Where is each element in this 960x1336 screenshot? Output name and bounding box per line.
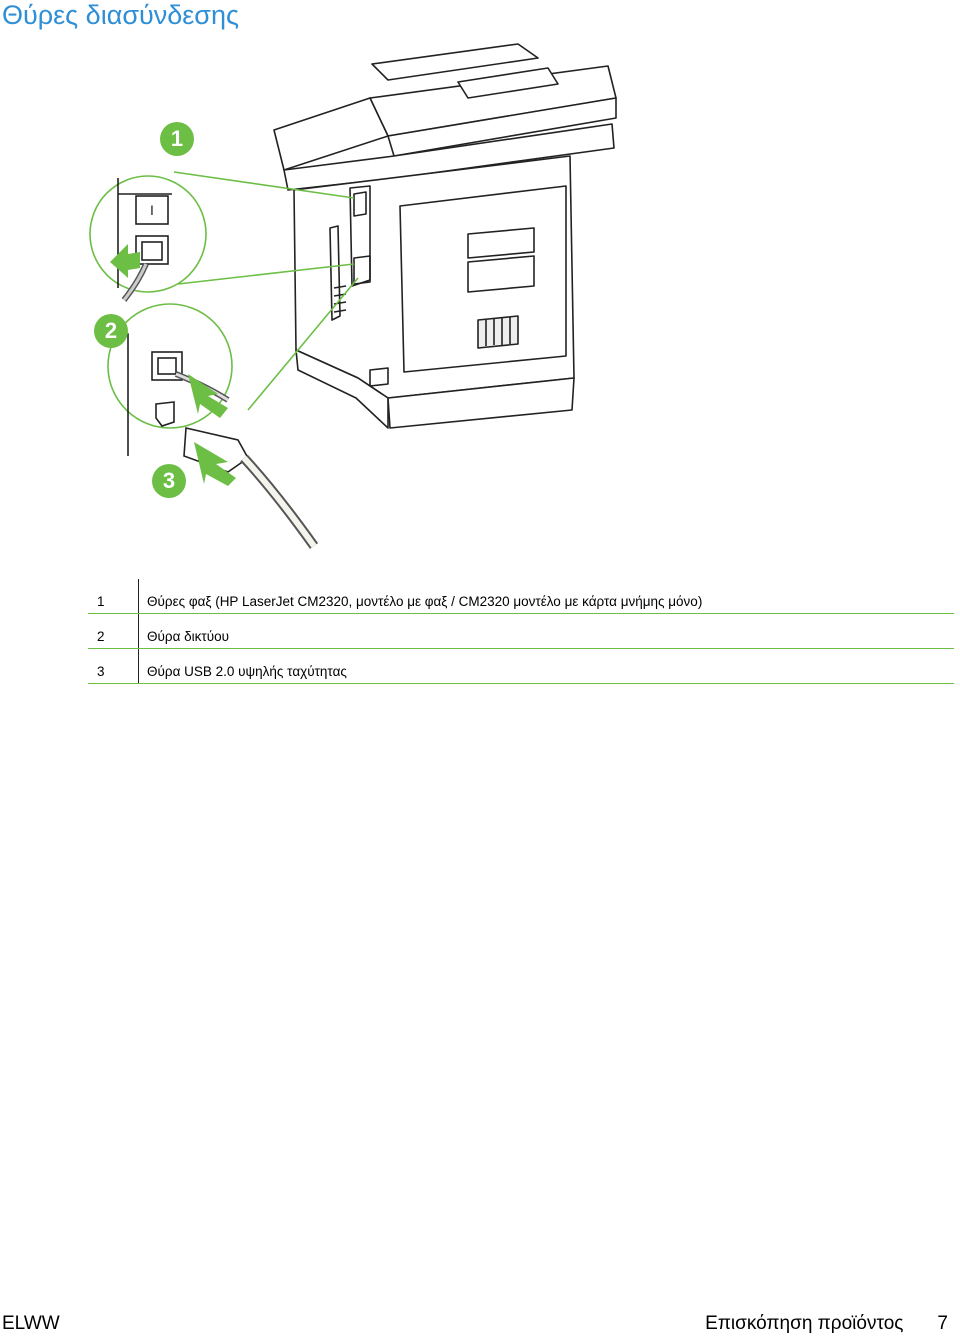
footer-right: Επισκόπηση προϊόντος 7	[705, 1312, 948, 1336]
callout-3-badge: 3	[152, 464, 186, 498]
callout-1-badge: 1	[160, 122, 194, 156]
svg-text:I: I	[150, 202, 154, 218]
legend-row: 3 Θύρα USB 2.0 υψηλής ταχύτητας	[88, 648, 954, 684]
callout-legend-table: 1 Θύρες φαξ (HP LaserJet CM2320, μοντέλο…	[88, 579, 954, 684]
legend-number: 2	[88, 613, 139, 649]
page-title: Θύρες διασύνδεσης	[2, 0, 240, 30]
legend-row: 1 Θύρες φαξ (HP LaserJet CM2320, μοντέλο…	[88, 579, 954, 614]
legend-text: Θύρες φαξ (HP LaserJet CM2320, μοντέλο μ…	[138, 579, 954, 614]
printer-illustration-svg: I	[89, 43, 617, 549]
footer-doc-code: ELWW	[2, 1313, 60, 1334]
legend-text: Θύρα δικτύου	[138, 613, 954, 649]
callout-2-badge: 2	[94, 314, 128, 348]
legend-text: Θύρα USB 2.0 υψηλής ταχύτητας	[138, 648, 954, 684]
legend-number: 3	[88, 648, 139, 684]
legend-number: 1	[88, 579, 139, 614]
footer-section-title: Επισκόπηση προϊόντος	[705, 1313, 904, 1334]
page-number: 7	[937, 1313, 948, 1334]
printer-rear-ports-illustration: I 1 2 3	[88, 38, 728, 558]
legend-row: 2 Θύρα δικτύου	[88, 613, 954, 649]
